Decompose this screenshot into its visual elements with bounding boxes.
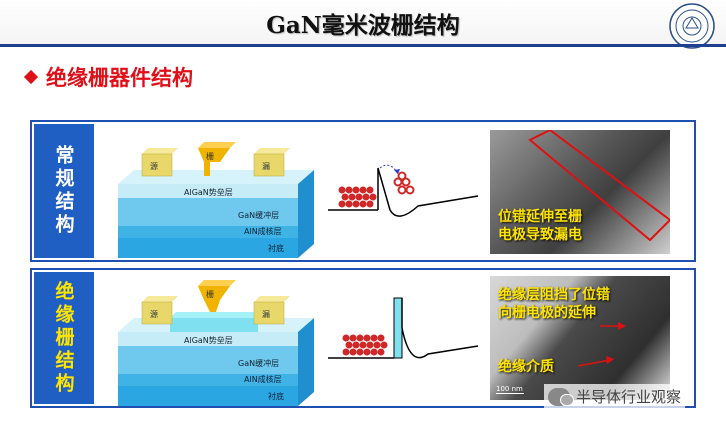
source-top [142,148,178,154]
insulated-device-diagram: AlGaN势垒层 GaN缓冲层 AlN成核层 衬底 源 栅 漏 [118,280,479,406]
electron-tunneled [393,171,415,195]
tunneling-arrow [379,164,399,175]
nucleation-label: AlN成核层 [244,374,282,384]
gate-electrode [198,286,230,312]
band-well-curve [389,195,479,217]
nucleation-label: AlN成核层 [244,226,282,236]
side-face [298,170,314,258]
conventional-caption-line2: 电极导致漏电 [498,227,582,243]
band-well-curve [401,327,479,359]
source-electrode [141,301,173,325]
insulator-barrier [393,297,403,359]
block-arrowhead [618,322,626,330]
university-seal-icon [669,3,715,49]
drain-top [254,296,290,302]
drain-top [254,148,290,154]
dislocation-highlight-box [528,130,670,242]
gate-top [198,280,236,286]
buffer-label: GaN缓冲层 [238,210,279,220]
title-bar: GaN毫米波栅结构 [0,0,726,49]
insulated-caption-line1: 绝缘层阻挡了位错 [498,287,610,303]
bullet-diamond-icon [23,69,39,85]
barrier-label: AlGaN势垒层 [184,187,233,197]
tem-overlay [528,130,670,242]
electron-pile-left [338,186,377,208]
title-underline [0,44,726,47]
scale-bar: 100 nm [496,385,524,394]
gate-label: 栅 [206,289,214,299]
barrier-layer [118,184,298,198]
buffer-layer [118,346,298,374]
insulated-tem-image: 绝缘层阻挡了位错 向栅电极的延伸 绝缘介质 100 nm [490,276,670,400]
buffer-label: GaN缓冲层 [238,358,279,368]
nucleation-layer [118,374,298,386]
source-label: 源 [150,310,158,319]
band-barrier [377,167,391,211]
gate-electrode [198,148,230,176]
section-heading: 绝缘栅器件结构 [23,62,193,92]
side-face [298,318,314,406]
gate-label: 栅 [206,151,214,161]
insulator-arrowhead [606,356,614,364]
wechat-icon [548,387,574,406]
barrier-layer [118,332,298,346]
drain-label: 漏 [262,161,270,171]
insulator-arrow [577,359,611,367]
insulator-label: 绝缘介质 [498,359,554,375]
source-label: 源 [150,162,158,171]
electron-pile [342,334,388,356]
drain-label: 漏 [262,309,270,319]
source-electrode [141,153,173,177]
insulated-gate-panel: 绝缘栅结构 AlGaN势垒层 GaN缓冲层 AlN成核层 衬底 源 栅 漏 [30,268,696,408]
drain-electrode [253,301,285,325]
conventional-side-label: 常规结构 [34,124,94,258]
conventional-device-diagram: AlGaN势垒层 GaN缓冲层 AlN成核层 衬底 源 栅 漏 [118,142,479,258]
conventional-structure-panel: 常规结构 AlGaN势垒层 GaN缓冲层 AlN成核层 衬底 源 栅 漏 [30,120,696,262]
barrier-label: AlGaN势垒层 [184,335,233,345]
buffer-layer [118,198,298,226]
conventional-tem-image: 位错延伸至栅 电极导致漏电 [490,130,670,254]
substrate-label: 衬底 [268,391,284,401]
drain-electrode [253,153,285,177]
insulator-layer [170,318,258,332]
tem-overlay [577,322,626,367]
insulated-side-label: 绝缘栅结构 [34,272,94,404]
conventional-caption-line1: 位错延伸至栅 [498,209,582,225]
watermark: 半导体行业观察 [544,384,686,409]
page-title: GaN毫米波栅结构 [266,12,460,39]
insulated-caption-line2: 向栅电极的延伸 [498,305,596,321]
substrate-label: 衬底 [268,243,284,253]
substrate-layer [118,386,298,406]
watermark-text: 半导体行业观察 [576,388,682,406]
section-heading-text: 绝缘栅器件结构 [46,66,193,90]
tunneling-arrowhead [394,169,400,174]
substrate-layer [118,238,298,258]
insulator-top [170,312,264,318]
gate-top [198,142,236,148]
source-top [142,296,178,302]
nucleation-layer [118,226,298,238]
